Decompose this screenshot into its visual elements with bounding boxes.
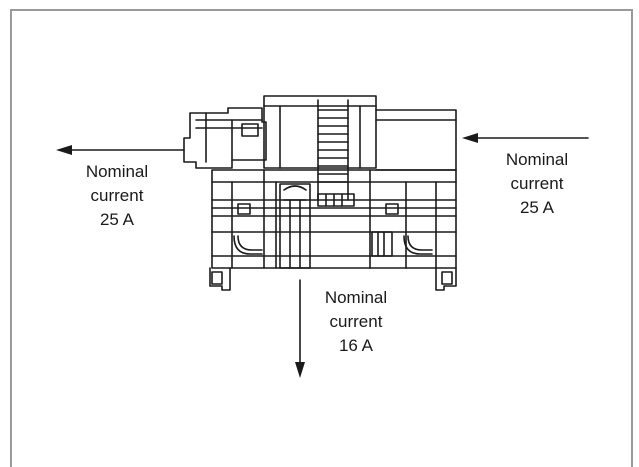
arrow-right bbox=[462, 133, 589, 143]
label-bottom-line2: current bbox=[329, 312, 383, 331]
label-bottom: Nominal current 16 A bbox=[301, 286, 411, 358]
connector-housing bbox=[183, 95, 457, 291]
label-right-line3: 25 A bbox=[519, 198, 555, 217]
label-right-line2: current bbox=[510, 174, 564, 193]
arrow-left bbox=[56, 145, 185, 155]
label-left: Nominal current 25 A bbox=[62, 160, 172, 232]
label-left-line2: current bbox=[90, 186, 144, 205]
label-bottom-line3: 16 A bbox=[338, 336, 374, 355]
label-left-line3: 25 A bbox=[99, 210, 135, 229]
label-right-line1: Nominal bbox=[505, 150, 569, 169]
label-bottom-line1: Nominal bbox=[324, 288, 388, 307]
arrow-down bbox=[295, 279, 305, 378]
image-frame bbox=[10, 9, 633, 467]
label-left-line1: Nominal bbox=[85, 162, 149, 181]
label-right: Nominal current 25 A bbox=[482, 148, 592, 220]
